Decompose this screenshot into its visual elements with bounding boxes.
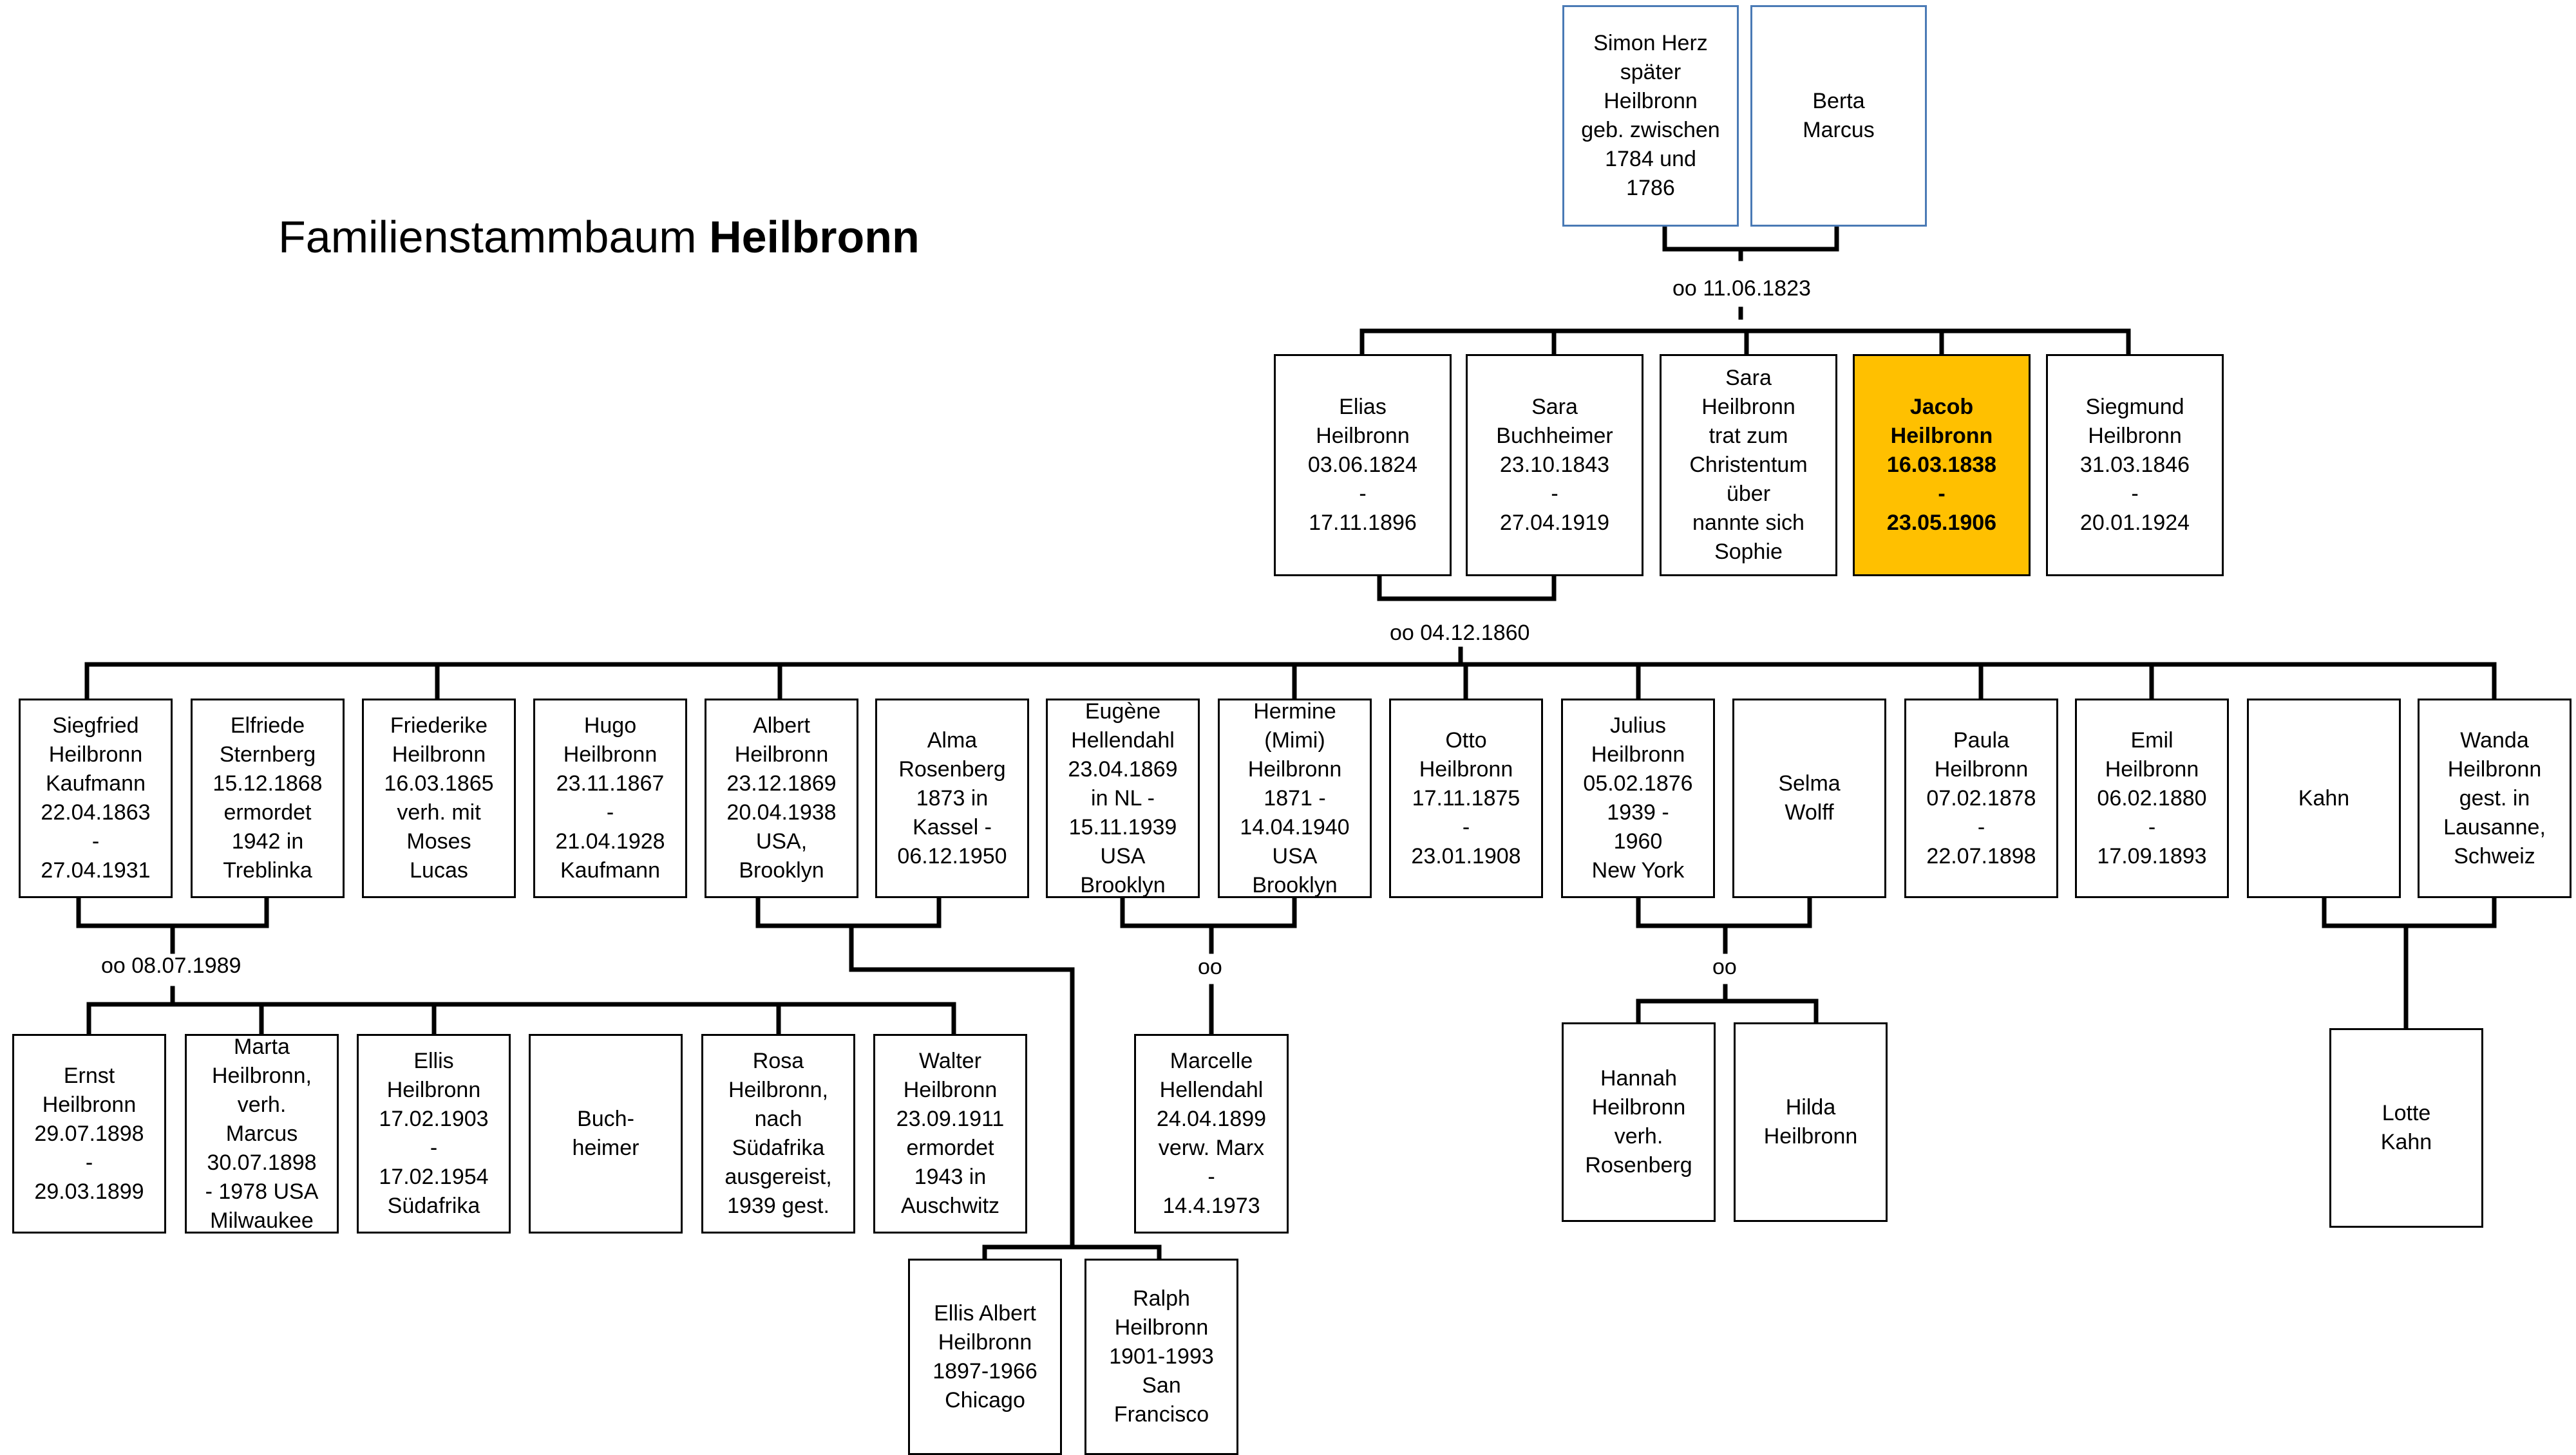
person-box-marcelle-hellendahl: Marcelle Hellendahl 24.04.1899 verw. Mar… — [1134, 1034, 1289, 1234]
person-box-sara-heilbronn: Sara Heilbronn trat zum Christentum über… — [1660, 354, 1837, 576]
person-box-elias-heilbronn: Elias Heilbronn 03.06.1824 - 17.11.1896 — [1274, 354, 1452, 576]
person-box-hannah-heilbronn: Hannah Heilbronn verh. Rosenberg — [1562, 1022, 1716, 1222]
title-text: Familienstammbaum — [278, 212, 710, 262]
person-box-berta-marcus: Berta Marcus — [1750, 5, 1927, 227]
person-box-walter-heilbronn: Walter Heilbronn 23.09.1911 ermordet 194… — [873, 1034, 1027, 1234]
person-box-ernst-heilbronn: Ernst Heilbronn 29.07.1898 - 29.03.1899 — [12, 1034, 166, 1234]
person-box-sara-buchheimer: Sara Buchheimer 23.10.1843 - 27.04.1919 — [1466, 354, 1643, 576]
person-box-kahn: Kahn — [2247, 699, 2401, 898]
person-box-alma-rosenberg: Alma Rosenberg 1873 in Kassel - 06.12.19… — [875, 699, 1029, 898]
marriage-label-1823: oo 11.06.1823 — [1672, 276, 1811, 301]
person-box-emil-heilbronn: Emil Heilbronn 06.02.1880 - 17.09.1893 — [2075, 699, 2229, 898]
person-box-siegfried-heilbronn: Siegfried Heilbronn Kaufmann 22.04.1863 … — [19, 699, 173, 898]
person-box-otto-heilbronn: Otto Heilbronn 17.11.1875 - 23.01.1908 — [1389, 699, 1543, 898]
person-box-marta-heilbronn: Marta Heilbronn, verh. Marcus 30.07.1898… — [185, 1034, 339, 1234]
person-box-ellis-heilbronn: Ellis Heilbronn 17.02.1903 - 17.02.1954 … — [357, 1034, 511, 1234]
person-box-albert-heilbronn: Albert Heilbronn 23.12.1869 20.04.1938 U… — [705, 699, 858, 898]
person-box-ralph-heilbronn: Ralph Heilbronn 1901-1993 San Francisco — [1084, 1259, 1238, 1455]
person-box-buchheimer: Buch- heimer — [529, 1034, 683, 1234]
marriage-label-1860: oo 04.12.1860 — [1390, 621, 1530, 645]
person-box-wanda-heilbronn: Wanda Heilbronn gest. in Lausanne, Schwe… — [2418, 699, 2571, 898]
person-box-friederike-heilbronn: Friederike Heilbronn 16.03.1865 verh. mi… — [362, 699, 516, 898]
marriage-label-julius: oo — [1712, 955, 1737, 979]
person-box-siegmund-heilbronn: Siegmund Heilbronn 31.03.1846 - 20.01.19… — [2046, 354, 2224, 576]
person-box-hugo-heilbronn: Hugo Heilbronn 23.11.1867 - 21.04.1928 K… — [533, 699, 687, 898]
person-box-rosa-heilbronn: Rosa Heilbronn, nach Südafrika ausgereis… — [701, 1034, 855, 1234]
person-box-hilda-heilbronn: Hilda Heilbronn — [1734, 1022, 1888, 1222]
person-box-julius-heilbronn: Julius Heilbronn 05.02.1876 1939 - 1960 … — [1561, 699, 1715, 898]
person-box-eugene-hellendahl: Eugène Hellendahl 23.04.1869 in NL - 15.… — [1046, 699, 1200, 898]
person-box-jacob-heilbronn: Jacob Heilbronn 16.03.1838 - 23.05.1906 — [1853, 354, 2031, 576]
marriage-label-hellendahl: oo — [1198, 955, 1222, 979]
person-box-hermine-heilbronn: Hermine (Mimi) Heilbronn 1871 - 14.04.19… — [1218, 699, 1372, 898]
title-family-name: Heilbronn — [709, 212, 920, 262]
person-box-ellis-albert-heilbronn: Ellis Albert Heilbronn 1897-1966 Chicago — [908, 1259, 1062, 1455]
person-box-elfriede-sternberg: Elfriede Sternberg 15.12.1868 ermordet 1… — [191, 699, 345, 898]
page-title: Familienstammbaum Heilbronn — [278, 211, 920, 263]
marriage-label-1989: oo 08.07.1989 — [101, 953, 242, 978]
person-box-selma-wolff: Selma Wolff — [1732, 699, 1886, 898]
person-box-lotte-kahn: Lotte Kahn — [2329, 1028, 2483, 1228]
person-box-simon-herz: Simon Herz später Heilbronn geb. zwische… — [1562, 5, 1739, 227]
person-box-paula-heilbronn: Paula Heilbronn 07.02.1878 - 22.07.1898 — [1904, 699, 2058, 898]
